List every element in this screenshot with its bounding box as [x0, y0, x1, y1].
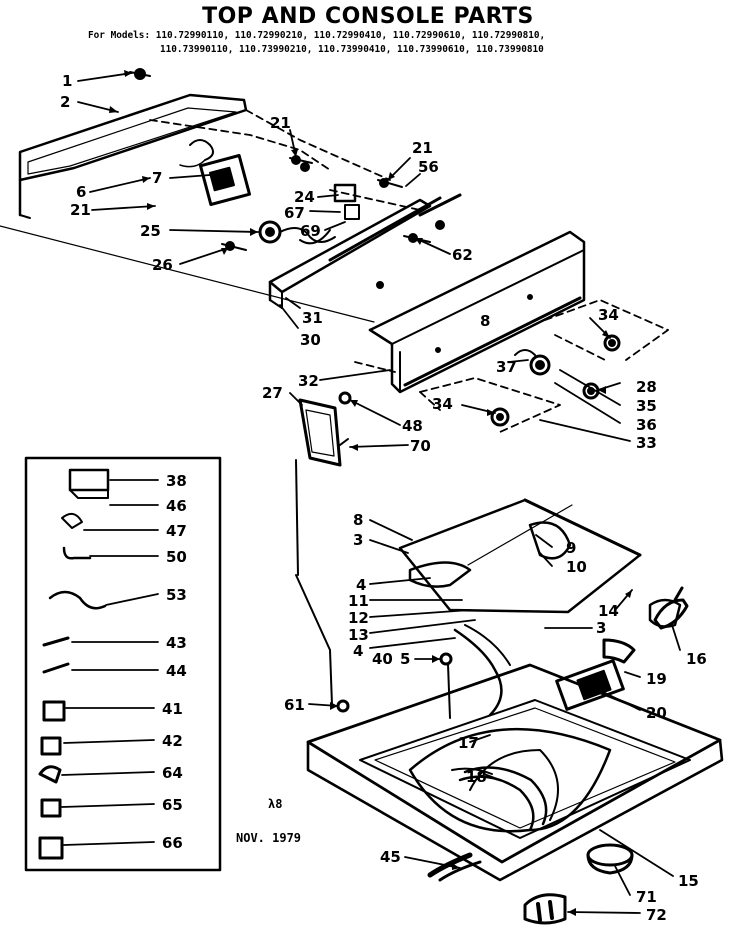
callout-label: 14 — [598, 602, 619, 620]
callout-label: 8 — [480, 312, 490, 330]
callout-label: 4 — [353, 642, 363, 660]
inset-callout-label: 66 — [162, 834, 183, 852]
callout-label: 33 — [636, 434, 657, 452]
inset-callout-labels: 38 46 47 50 53 43 44 41 42 64 65 66 — [162, 472, 187, 852]
inset-callout-label: 38 — [166, 472, 187, 490]
callout-label: 13 — [348, 626, 369, 644]
callout-label: 17 — [458, 734, 479, 752]
callout-label: 45 — [380, 848, 401, 866]
callout-label: 34 — [598, 306, 619, 324]
callout-label: 6 — [76, 183, 86, 201]
callout-label: 5 — [400, 650, 410, 668]
callout-label: 62 — [452, 246, 473, 264]
arrowheads — [109, 70, 632, 916]
callout-label: 26 — [152, 256, 173, 274]
callout-label: 56 — [418, 158, 439, 176]
console-outline — [354, 299, 669, 433]
callout-label: 27 — [262, 384, 283, 402]
backsplash-panel — [18, 68, 248, 219]
callout-label: 48 — [402, 417, 423, 435]
inset-callout-label: 50 — [166, 548, 187, 566]
inset-panel — [24, 456, 222, 872]
inset-callout-label: 65 — [162, 796, 183, 814]
timer-assembly — [179, 139, 360, 245]
console-panel — [0, 225, 586, 394]
callout-label: 15 — [678, 872, 699, 890]
callout-label: 24 — [294, 188, 315, 206]
callout-label: 21 — [70, 201, 91, 219]
callout-label: 16 — [686, 650, 707, 668]
inset-callout-label: 64 — [162, 764, 183, 782]
page-title: TOP AND CONSOLE PARTS — [202, 4, 534, 29]
callout-label: 21 — [270, 114, 291, 132]
callout-label: 18 — [466, 768, 487, 786]
callout-label: 61 — [284, 696, 305, 714]
callout-label: 2 — [60, 93, 70, 111]
callout-label: 9 — [566, 539, 576, 557]
models-line-1: For Models: 110.72990110, 110.72990210, … — [88, 30, 545, 41]
callout-label: 1 — [62, 72, 72, 90]
callout-label: 72 — [646, 906, 667, 924]
callout-label: 8 — [353, 511, 363, 529]
callout-label: 40 — [372, 650, 393, 668]
inset-callout-label: 53 — [166, 586, 187, 604]
callout-label: 31 — [302, 309, 323, 327]
callout-label: 30 — [300, 331, 321, 349]
callout-label: 19 — [646, 670, 667, 688]
callout-label: 11 — [348, 592, 369, 610]
models-list-1: 110.72990110, 110.72990210, 110.72990410… — [155, 30, 546, 41]
mounting-rail — [268, 193, 462, 309]
date-note: NOV. 1979 — [236, 831, 301, 845]
callout-label: 69 — [300, 222, 321, 240]
callout-label: 34 — [432, 395, 453, 413]
models-line-2: 110.73990110, 110.73990210, 110.73990410… — [160, 44, 544, 55]
callout-label: 32 — [298, 372, 319, 390]
inset-callout-label: 47 — [166, 522, 187, 540]
callout-label: 3 — [596, 619, 606, 637]
inset-callout-label: 43 — [166, 634, 187, 652]
models-label: For Models: — [88, 30, 151, 41]
callout-label: 37 — [496, 358, 517, 376]
callout-label: 10 — [566, 558, 587, 576]
callout-label: 7 — [152, 169, 162, 187]
notes: λ8 NOV. 1979 — [236, 797, 301, 845]
washer-top-assembly — [306, 498, 724, 925]
callout-label: 4 — [356, 576, 366, 594]
callout-label: 25 — [140, 222, 161, 240]
callout-label: 3 — [353, 531, 363, 549]
callout-label: 67 — [284, 204, 305, 222]
inset-callout-label: 41 — [162, 700, 183, 718]
inset-callout-label: 42 — [162, 732, 183, 750]
callout-label: 35 — [636, 397, 657, 415]
callout-label: 12 — [348, 609, 369, 627]
callout-label: 71 — [636, 888, 657, 906]
side-bracket — [295, 398, 349, 706]
screws — [221, 155, 445, 289]
callout-label: 36 — [636, 416, 657, 434]
inset-callout-label: 46 — [166, 497, 187, 515]
callout-label: 20 — [646, 704, 667, 722]
revision-mark: λ8 — [268, 797, 282, 811]
console-knobs — [338, 334, 621, 427]
callout-labels: 1 2 6 21 25 26 31 30 21 7 24 67 69 21 56… — [60, 72, 707, 924]
callout-label: 21 — [412, 139, 433, 157]
panel-mounting-outline — [149, 109, 421, 211]
inset-callout-label: 44 — [166, 662, 187, 680]
callout-label: 28 — [636, 378, 657, 396]
callout-label: 70 — [410, 437, 431, 455]
